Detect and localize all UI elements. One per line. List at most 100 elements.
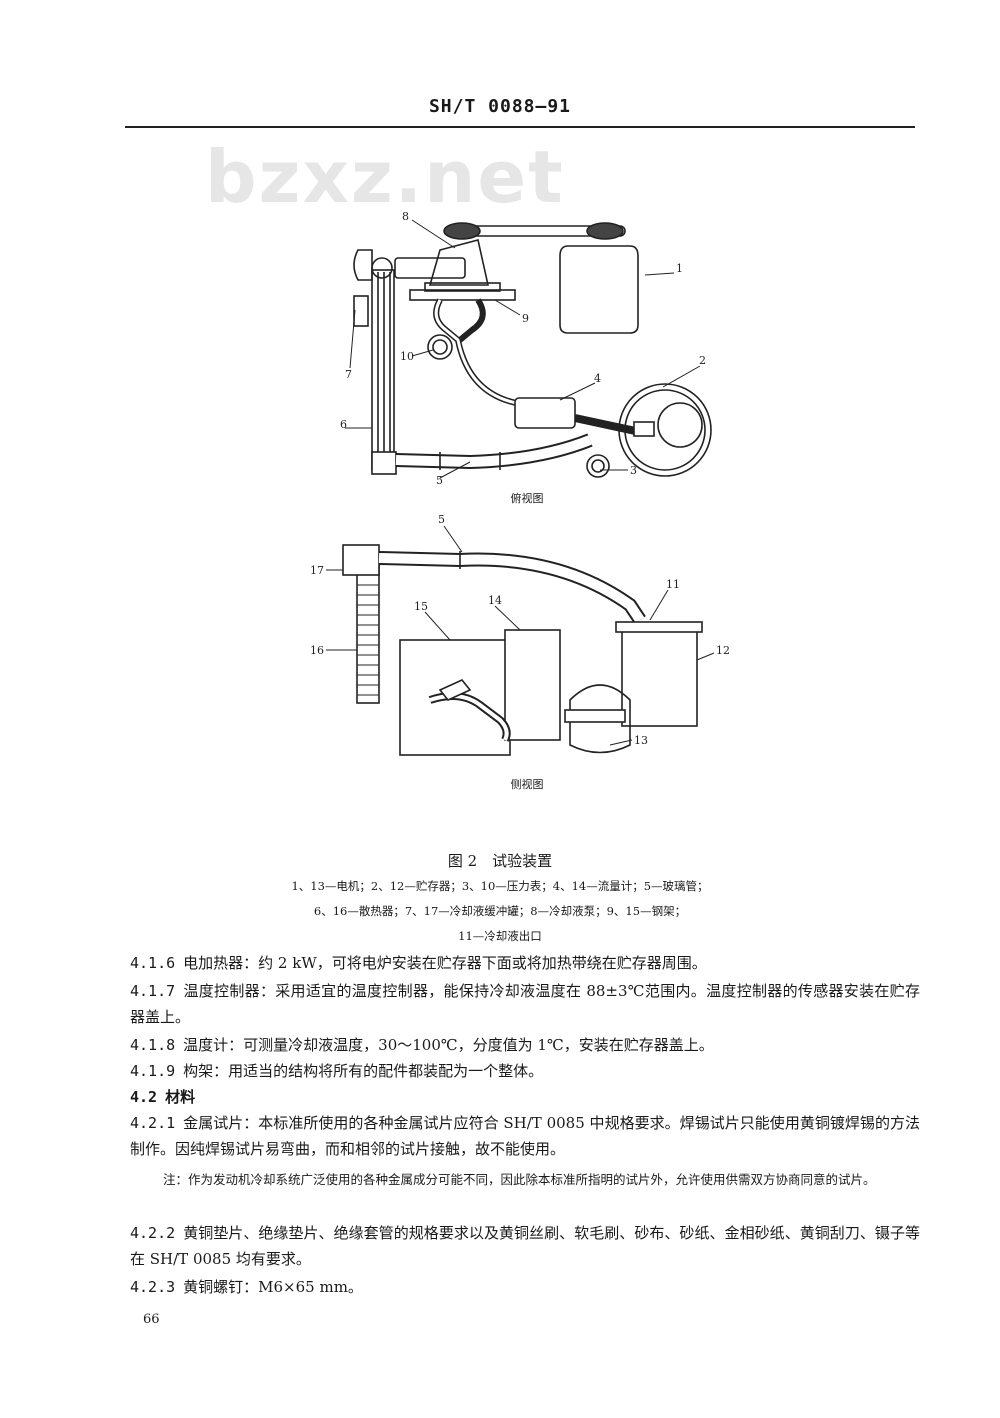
callout-10: 10 (400, 350, 414, 363)
motor-side (569, 684, 631, 754)
steel-frame-top (409, 289, 516, 301)
callout-16: 16 (310, 644, 324, 657)
gauge-dial (432, 339, 448, 355)
callout-11: 11 (666, 578, 680, 591)
leader-line (559, 382, 596, 401)
section-text: 电加热器：约 2 kW，可将电炉安装在贮存器下面或将加热带绕在贮存器周围。 (183, 954, 707, 972)
leader-line (411, 219, 456, 249)
section-text: 温度控制器：采用适宜的温度控制器，能保持冷却液温度在 88±3℃范围内。温度控制… (130, 982, 920, 1026)
section-number: 4.1.7 (130, 982, 176, 1000)
leader-line (609, 739, 633, 746)
flow-meter-side (504, 629, 561, 741)
header-rule (125, 126, 915, 128)
section-number: 4.1.6 (130, 954, 176, 972)
leader-line (349, 309, 356, 369)
side-view-label: 侧视图 (510, 778, 544, 791)
radiator-cap (371, 257, 393, 279)
radiator-outlet (371, 451, 397, 475)
section-text: 构架：用适当的结构将所有的配件都装配为一个整体。 (183, 1062, 544, 1080)
leader-line (649, 589, 669, 621)
pressure-gauge-3 (586, 454, 610, 478)
glass-pipe-inner (395, 435, 592, 468)
reservoir-side (621, 627, 698, 727)
watermark: bzxz.net (205, 135, 565, 219)
tank-bracket (353, 295, 369, 327)
section-number: 4.2.3 (130, 1278, 176, 1296)
section-4-2-3: 4.2.3 黄铜螺钉：M6×65 mm。 (130, 1274, 920, 1300)
leader-line (424, 611, 451, 641)
section-4-1-8: 4.1.8 温度计：可测量冷却液温度，30～100℃，分度值为 1℃，安装在贮存器… (130, 1032, 920, 1058)
pump-body (394, 257, 466, 279)
section-text: 黄铜螺钉：M6×65 mm。 (183, 1278, 363, 1296)
coolant-pump-top (428, 239, 489, 286)
hose-branch (458, 298, 486, 343)
callout-1: 1 (676, 262, 683, 275)
buffer-tank-side (342, 544, 380, 576)
section-4-1-6: 4.1.6 电加热器：约 2 kW，可将电炉安装在贮存器下面或将加热带绕在贮存器周… (130, 950, 920, 976)
callout-4: 4 (594, 372, 601, 385)
section-number: 4.1.8 (130, 1036, 176, 1054)
reservoir-top (618, 383, 712, 477)
note-text: 作为发动机冷却系统广泛使用的各种金属成分可能不同，因此除本标准所指明的试片外，允… (188, 1172, 876, 1187)
callout-15: 15 (414, 600, 428, 613)
leader-line (644, 272, 675, 276)
document-code-header: SH/T 0088—91 (428, 96, 572, 117)
internal-valve (438, 679, 472, 701)
callout-side-5: 5 (438, 513, 445, 526)
leader-line (494, 605, 521, 631)
reservoir-lid (615, 621, 703, 633)
apparatus-diagram: 1 2 3 4 5 6 7 8 9 10 5 11 12 13 (310, 210, 730, 756)
section-number: 4.2 (130, 1088, 158, 1106)
note-label: 注： (163, 1172, 189, 1187)
callout-12: 12 (716, 644, 730, 657)
leader-line (439, 461, 471, 479)
figure-legend-line-2: 6、16—散热器；7、17—冷却液缓冲罐；8—冷却液泵；9、15—钢架； (313, 904, 687, 918)
callout-6: 6 (340, 418, 347, 431)
radiator-fins (357, 574, 379, 696)
callout-8: 8 (402, 210, 409, 223)
callout-3: 3 (630, 464, 637, 477)
leader-line (411, 349, 434, 357)
flow-meter-top (514, 397, 576, 429)
callout-14: 14 (488, 594, 502, 607)
pump-pulley (443, 222, 481, 240)
section-text: 材料 (165, 1088, 196, 1106)
buffer-tank-top (353, 249, 373, 281)
gauge-dial (591, 459, 605, 473)
leader-line (494, 299, 521, 316)
callout-9: 9 (522, 312, 529, 325)
leader-line (696, 652, 715, 661)
callout-13: 13 (634, 734, 648, 747)
callout-5: 5 (436, 474, 443, 487)
frame-bar (424, 282, 501, 292)
section-number: 4.1.9 (130, 1062, 176, 1080)
figure-legend-line-3: 11—冷却液出口 (458, 929, 542, 943)
pressure-gauge-10 (427, 334, 453, 360)
figure-title: 图 2 试验装置 (447, 852, 553, 870)
section-text: 温度计：可测量冷却液温度，30～100℃，分度值为 1℃，安装在贮存器盖上。 (183, 1036, 714, 1054)
section-text: 金属试片：本标准所使用的各种金属试片应符合 SH/T 0085 中规格要求。焊锡… (130, 1114, 920, 1158)
section-note: 注：作为发动机冷却系统广泛使用的各种金属成分可能不同，因此除本标准所指明的试片外… (163, 1168, 920, 1192)
figure-legend-line-1: 1、13—电机；2、12—贮存器；3、10—压力表；4、14—流量计；5—玻璃管… (291, 879, 709, 893)
callout-7: 7 (345, 368, 352, 381)
leader-line (443, 525, 463, 553)
reservoir-rim (624, 389, 706, 471)
reservoir-inlet (633, 421, 655, 437)
motor-top (559, 245, 639, 334)
section-4-1-9: 4.1.9 构架：用适当的结构将所有的配件都装配为一个整体。 (130, 1058, 920, 1084)
section-number: 4.2.1 (130, 1114, 176, 1132)
section-number: 4.2.2 (130, 1224, 176, 1242)
section-4-2-heading: 4.2 材料 (130, 1084, 920, 1110)
pump-connector (564, 709, 626, 723)
hose-upper-inner (434, 299, 531, 407)
callout-2: 2 (699, 354, 706, 367)
reservoir-cover (657, 402, 703, 448)
section-text: 黄铜垫片、绝缘垫片、绝缘套管的规格要求以及黄铜丝刷、软毛刷、砂布、砂纸、金相砂纸… (130, 1224, 920, 1268)
page-number: 66 (143, 1312, 160, 1327)
glass-pipe-side-inner (378, 553, 645, 623)
callout-17: 17 (310, 564, 324, 577)
top-view-label: 俯视图 (510, 492, 544, 505)
